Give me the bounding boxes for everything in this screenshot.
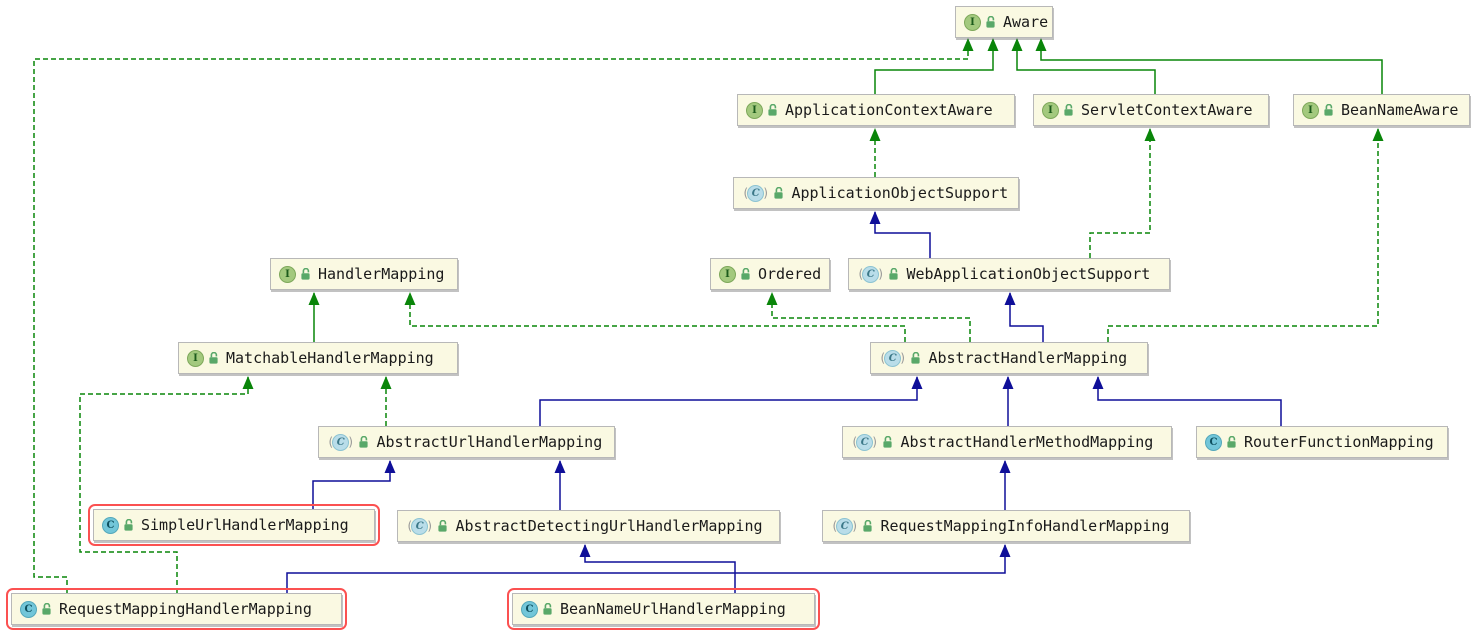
- class-icon: C: [1205, 433, 1222, 451]
- edge-requestmappinghandlermapping-implements-aware: [33, 38, 974, 593]
- public-lock-icon: [910, 351, 921, 365]
- node-label: HandlerMapping: [318, 265, 445, 283]
- class-node-simple-url-handler-mapping[interactable]: C SimpleUrlHandlerMapping: [88, 504, 380, 546]
- public-lock-icon: [740, 267, 751, 281]
- edge-simpleurlhandlermapping-extends-abstracturlhandlermapping: [312, 460, 396, 509]
- edge-requestmappinghandlermapping-implements-matchablehandlermapping: [79, 376, 254, 593]
- class-node-application-object-support[interactable]: (C) ApplicationObjectSupport: [733, 177, 1019, 209]
- edge-webapplicationobjectsupport-implements-servletcontextaware: [1089, 128, 1156, 258]
- class-icon: C: [102, 516, 119, 534]
- node-label: AbstractHandlerMethodMapping: [900, 433, 1154, 451]
- public-lock-icon: [773, 186, 784, 200]
- interface-icon: I: [1042, 101, 1059, 119]
- node-label: ApplicationContextAware: [785, 101, 993, 119]
- edge-routerfunctionmapping-extends-abstracthandlermapping: [1092, 376, 1282, 426]
- class-node-request-mapping-info-handler-mapping[interactable]: (C) RequestMappingInfoHandlerMapping: [822, 510, 1190, 542]
- class-node-abstract-handler-method-mapping[interactable]: (C) AbstractHandlerMethodMapping: [842, 426, 1172, 458]
- public-lock-icon: [767, 103, 778, 117]
- class-node-application-context-aware[interactable]: I ApplicationContextAware: [737, 94, 1015, 126]
- edge-beannameurlhandlermapping-extends-abstractdetectingurlhandlermapping: [579, 544, 736, 593]
- interface-icon: I: [964, 13, 981, 31]
- node-label: Ordered: [758, 265, 822, 283]
- class-node-router-function-mapping[interactable]: C RouterFunctionMapping: [1196, 426, 1448, 458]
- class-node-request-mapping-handler-mapping[interactable]: C RequestMappingHandlerMapping: [6, 588, 347, 630]
- interface-icon: I: [187, 349, 204, 367]
- class-node-handler-mapping[interactable]: I HandlerMapping: [270, 258, 458, 290]
- class-node-web-application-object-support[interactable]: (C) WebApplicationObjectSupport: [848, 258, 1170, 290]
- public-lock-icon: [542, 602, 553, 616]
- public-lock-icon: [1063, 103, 1074, 117]
- interface-icon: I: [1302, 101, 1319, 119]
- node-label: BeanNameUrlHandlerMapping: [560, 600, 786, 618]
- public-lock-icon: [123, 518, 134, 532]
- edge-abstracthandlermapping-implements-handlermapping: [404, 292, 906, 342]
- edge-abstracturlhandlermapping-extends-abstracthandlermapping: [539, 376, 923, 426]
- class-icon: C: [521, 600, 538, 618]
- abstract-class-icon: (C): [742, 184, 770, 202]
- node-label: ServletContextAware: [1081, 101, 1253, 119]
- interface-icon: I: [279, 265, 296, 283]
- node-label: MatchableHandlerMapping: [226, 349, 434, 367]
- interface-icon: I: [746, 101, 763, 119]
- edge-abstracthandlermapping-implements-ordered: [766, 292, 971, 342]
- class-node-ordered[interactable]: I Ordered: [710, 258, 830, 290]
- abstract-class-icon: (C): [879, 349, 907, 367]
- public-lock-icon: [888, 267, 899, 281]
- abstract-class-icon: (C): [857, 265, 885, 283]
- node-label: WebApplicationObjectSupport: [906, 265, 1151, 283]
- class-node-bean-name-aware[interactable]: I BeanNameAware: [1293, 94, 1470, 126]
- abstract-class-icon: (C): [327, 433, 355, 451]
- class-node-abstract-handler-mapping[interactable]: (C) AbstractHandlerMapping: [870, 342, 1148, 374]
- class-node-matchable-handler-mapping[interactable]: I MatchableHandlerMapping: [178, 342, 458, 374]
- node-label: AbstractHandlerMapping: [928, 349, 1128, 367]
- class-icon: C: [20, 600, 37, 618]
- node-label: SimpleUrlHandlerMapping: [141, 516, 349, 534]
- class-node-servlet-context-aware[interactable]: I ServletContextAware: [1033, 94, 1269, 126]
- abstract-class-icon: (C): [851, 433, 879, 451]
- class-node-aware[interactable]: I Aware: [955, 6, 1053, 38]
- public-lock-icon: [208, 351, 219, 365]
- abstract-class-icon: (C): [831, 517, 859, 535]
- edge-abstracthandlermapping-implements-beannameaware: [1107, 128, 1384, 342]
- node-label: RequestMappingInfoHandlerMapping: [880, 517, 1170, 535]
- public-lock-icon: [882, 435, 893, 449]
- public-lock-icon: [358, 435, 369, 449]
- node-label: ApplicationObjectSupport: [791, 184, 1009, 202]
- edge-webapplicationobjectsupport-extends-applicationobjectsupport: [869, 211, 931, 258]
- node-label: AbstractDetectingUrlHandlerMapping: [455, 517, 763, 535]
- public-lock-icon: [862, 519, 873, 533]
- public-lock-icon: [1323, 103, 1334, 117]
- node-label: AbstractUrlHandlerMapping: [376, 433, 603, 451]
- edge-servletcontextaware-extends-aware: [1011, 38, 1156, 94]
- edge-beannameaware-extends-aware: [1035, 38, 1383, 94]
- edge-abstracthandlermapping-extends-webapplicationobjectsupport: [1004, 292, 1044, 342]
- abstract-class-icon: (C): [406, 517, 434, 535]
- public-lock-icon: [41, 602, 52, 616]
- class-node-bean-name-url-handler-mapping[interactable]: C BeanNameUrlHandlerMapping: [507, 588, 820, 630]
- public-lock-icon: [437, 519, 448, 533]
- interface-icon: I: [719, 265, 736, 283]
- class-node-abstract-url-handler-mapping[interactable]: (C) AbstractUrlHandlerMapping: [318, 426, 615, 458]
- node-label: BeanNameAware: [1341, 101, 1459, 119]
- node-label: RouterFunctionMapping: [1244, 433, 1434, 451]
- public-lock-icon: [300, 267, 311, 281]
- edge-requestmappinghandlermapping-extends-requestmappinginfohandlermapping: [286, 544, 1011, 593]
- edge-applicationcontextaware-extends-aware: [874, 38, 999, 94]
- public-lock-icon: [985, 15, 996, 29]
- node-label: Aware: [1003, 13, 1049, 31]
- public-lock-icon: [1226, 435, 1237, 449]
- node-label: RequestMappingHandlerMapping: [59, 600, 312, 618]
- class-node-abstract-detecting-url-handler-mapping[interactable]: (C) AbstractDetectingUrlHandlerMapping: [397, 510, 780, 542]
